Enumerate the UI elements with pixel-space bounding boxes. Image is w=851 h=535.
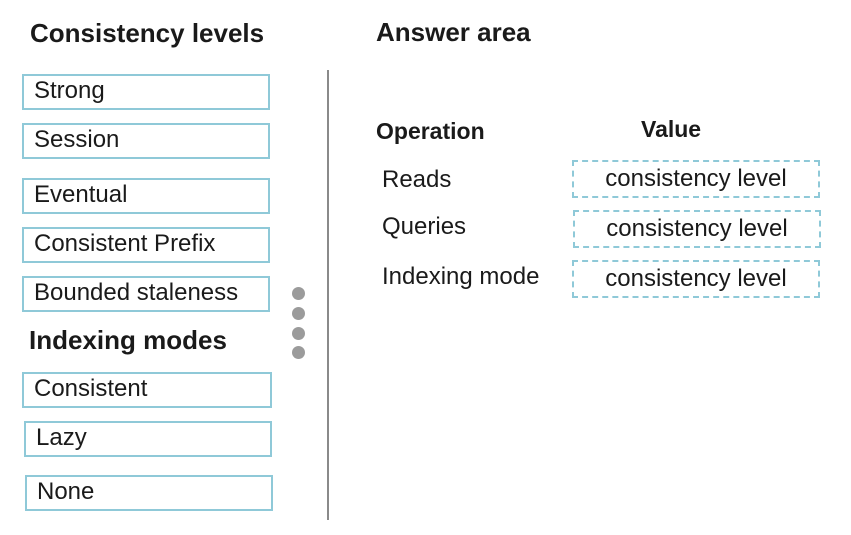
consistency-levels-heading: Consistency levels: [30, 18, 265, 48]
handle-dot: [292, 287, 305, 300]
value-column-header: Value: [641, 116, 702, 142]
vertical-dots-drag-handle-icon[interactable]: [291, 287, 307, 361]
handle-dot: [292, 327, 305, 340]
option-consistent[interactable]: Consistent: [22, 372, 272, 408]
handle-dot: [292, 307, 305, 320]
option-bounded-staleness[interactable]: Bounded staleness: [22, 276, 270, 312]
indexing-modes-heading: Indexing modes: [29, 325, 227, 355]
option-none[interactable]: None: [25, 475, 273, 511]
operation-reads-label: Reads: [382, 166, 452, 193]
operation-queries-label: Queries: [382, 213, 467, 240]
reads-drop-target[interactable]: consistency level: [572, 160, 820, 198]
operation-indexing-mode-label: Indexing mode: [382, 263, 540, 290]
queries-drop-target[interactable]: consistency level: [573, 210, 821, 248]
option-strong[interactable]: Strong: [22, 74, 270, 110]
option-consistent-prefix[interactable]: Consistent Prefix: [22, 227, 270, 263]
indexing-mode-drop-target[interactable]: consistency level: [572, 260, 820, 298]
handle-dot: [292, 346, 305, 359]
option-session[interactable]: Session: [22, 123, 270, 159]
answer-area-heading: Answer area: [376, 17, 531, 47]
option-eventual[interactable]: Eventual: [22, 178, 270, 214]
option-lazy[interactable]: Lazy: [24, 421, 272, 457]
operation-column-header: Operation: [376, 118, 485, 144]
panel-divider: [327, 70, 329, 520]
